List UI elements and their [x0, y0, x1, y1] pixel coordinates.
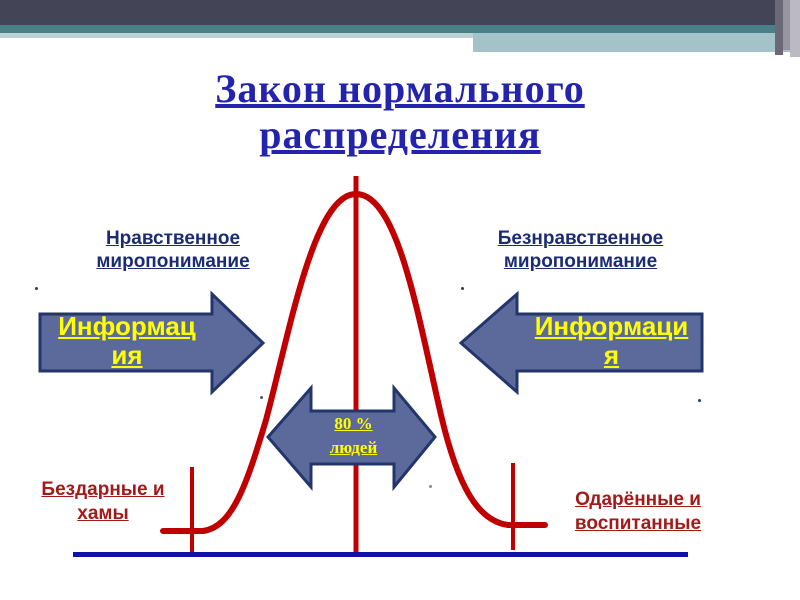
right-arrow-caption-line1: Информаци: [534, 311, 689, 341]
header-bar-dark: [0, 0, 800, 25]
right-arrow-caption-line2: я: [603, 340, 620, 370]
top-left-label: Нравственное миропонимание: [96, 228, 250, 272]
bottom-left-label: Бездарные и хамы: [41, 479, 165, 524]
slide-title: Закон нормального распределения: [215, 66, 585, 157]
center-arrow-caption: 80 % людей: [306, 412, 401, 460]
left-arrow-caption-line1: Информац: [58, 311, 196, 341]
header-band-pale-right: [473, 33, 800, 52]
header-corner-stripe: [783, 0, 790, 50]
right-arrow-caption: Информаци я: [519, 312, 704, 370]
top-right-label: Безнравственное миропонимание: [497, 228, 664, 272]
center-arrow-caption-line2: людей: [329, 438, 378, 457]
header-corner-stripe: [775, 0, 783, 55]
stray-dot: [698, 399, 701, 402]
header-stripe-pale: [0, 33, 473, 38]
stray-dot: [461, 287, 464, 290]
header-corner-stripe: [790, 0, 800, 57]
stray-dot: [429, 485, 432, 488]
bottom-right-label: Одарённые и воспитанные: [574, 489, 702, 534]
stray-dot: [35, 287, 38, 290]
left-arrow-caption: Информац ия: [42, 312, 212, 370]
baseline-rule: [73, 552, 688, 557]
header-bar-teal: [0, 25, 800, 33]
center-arrow-caption-line1: 80 %: [334, 414, 373, 433]
stray-dot: [260, 396, 263, 399]
left-arrow-caption-line2: ия: [111, 340, 143, 370]
